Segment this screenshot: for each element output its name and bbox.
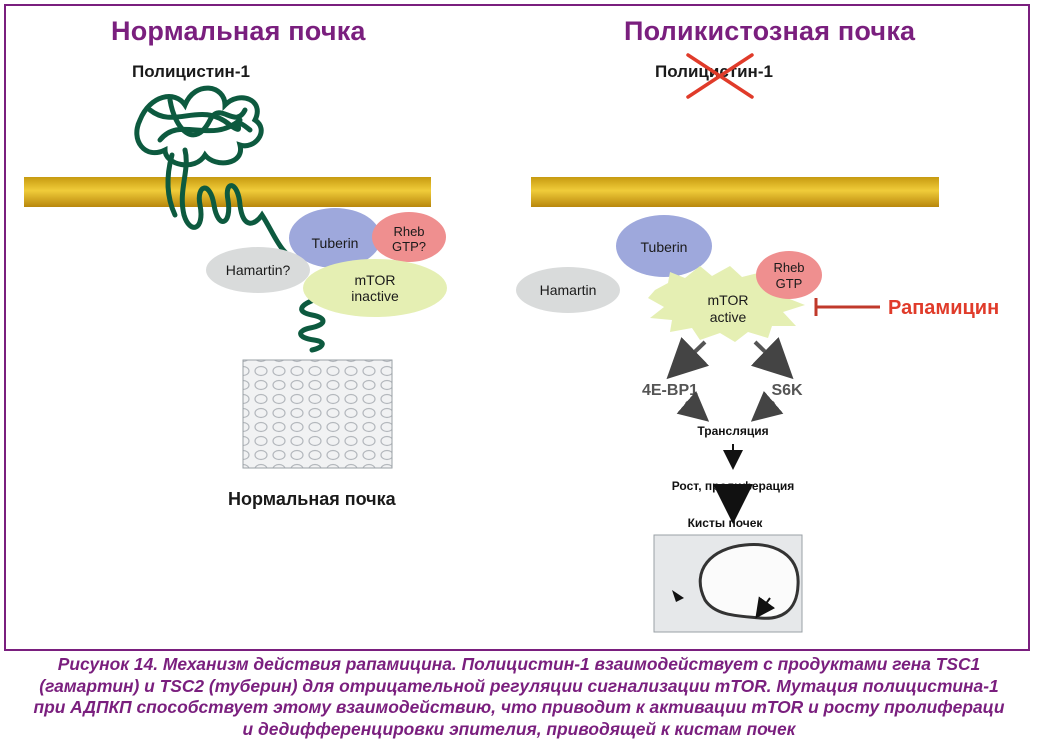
right-rheb-label-2: GTP (776, 276, 803, 291)
right-rheb-label-1: Rheb (773, 260, 804, 275)
cross-mark-icon (686, 53, 754, 99)
arrow-to-s6k (750, 336, 794, 380)
left-tuberin-node (289, 208, 381, 268)
growth-label: Рост, пролиферация (672, 479, 795, 493)
left-hamartin-label: Hamartin? (226, 262, 291, 278)
right-membrane (531, 177, 939, 207)
left-protein-label: Полицистин-1 (132, 62, 250, 81)
caption-line-2: (гамартин) и TSC2 (туберин) для отрицате… (39, 675, 999, 696)
arrowhead-marker-icon (672, 590, 684, 602)
right-title: Поликистозная почка (624, 16, 916, 46)
left-rheb-label-1: Rheb (393, 224, 424, 239)
left-title: Нормальная почка (111, 16, 366, 46)
polycystin-protein (134, 85, 326, 353)
s6k-label: S6K (771, 382, 803, 399)
translation-label: Трансляция (697, 424, 768, 438)
caption-line-3: при АДПКП способствует этому взаимодейст… (33, 697, 1005, 717)
left-mtor-node (303, 259, 447, 317)
left-mtor-label-2: inactive (351, 288, 399, 304)
right-mtor-label-1: mTOR (708, 292, 749, 308)
left-hamartin-node (206, 247, 310, 293)
left-mtor-label-1: mTOR (355, 272, 396, 288)
right-tuberin-node (616, 215, 712, 277)
right-mtor-label-2: active (710, 309, 747, 325)
arrow-s6k-to-translation (750, 390, 784, 422)
right-rheb-node (756, 251, 822, 299)
caption-line-1: Рисунок 14. Механизм действия рапамицина… (57, 654, 981, 674)
left-tuberin-label: Tuberin (312, 235, 359, 251)
4ebp1-label: 4E-BP1 (642, 382, 698, 399)
right-hamartin-node (516, 267, 620, 313)
figure-caption: Рисунок 14. Механизм действия рапамицина… (6, 654, 1032, 740)
arrow-to-4ebp1 (666, 336, 710, 380)
cyst-arrow-icon (755, 596, 776, 619)
right-hamartin-label: Hamartin (540, 282, 597, 298)
inhibition-line (814, 298, 880, 316)
normal-tissue-image (242, 359, 393, 469)
left-rheb-label-2: GTP? (392, 239, 426, 254)
left-tissue-label: Нормальная почка (228, 489, 396, 509)
rapamycin-label: Рапамицин (888, 297, 999, 319)
arrow-4ebp1-to-translation (676, 390, 710, 422)
figure-frame (4, 4, 1030, 651)
cyst-outline (698, 543, 800, 620)
right-tuberin-label: Tuberin (641, 239, 688, 255)
caption-line-4: и дедифференцировки эпителия, приводящей… (242, 718, 796, 739)
cysts-label: Кисты почек (688, 516, 764, 530)
left-rheb-node (372, 212, 446, 262)
